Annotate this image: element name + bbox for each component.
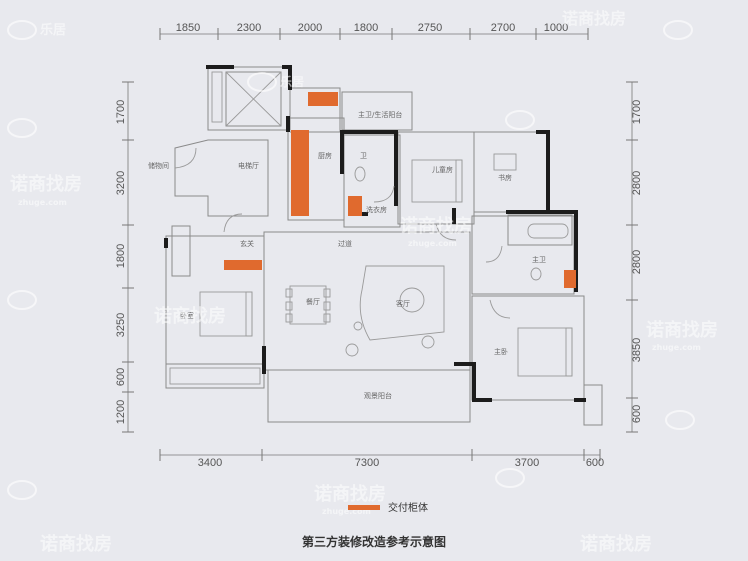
watermark-logo: 乐居 <box>7 20 66 40</box>
svg-text:诺商找房: 诺商找房 <box>314 483 386 505</box>
dim-top-4: 1800 <box>354 22 378 34</box>
sofa <box>359 265 445 341</box>
dim-bottom-1: 3400 <box>198 457 222 469</box>
watermark-brand: 诺商找房 <box>580 533 652 555</box>
dim-top-7: 1000 <box>544 22 568 34</box>
watermark-logo <box>7 118 37 138</box>
room-label-kids-room: 儿童房 <box>432 165 453 174</box>
room-label-balcony: 观景阳台 <box>364 391 392 400</box>
dim-top-2: 2300 <box>237 22 261 34</box>
top-dimension-chain: 1850 2300 2000 1800 2750 2700 1000 <box>159 22 589 40</box>
svg-text:zhuge.com: zhuge.com <box>18 198 67 207</box>
dim-left-4: 3250 <box>115 313 127 337</box>
cabinet-laundry <box>348 196 362 216</box>
room-label-laundry: 洗衣房 <box>366 205 387 214</box>
watermark-brand: 诺商找房 zhuge.com <box>10 173 82 207</box>
room-label-dining: 餐厅 <box>306 297 320 306</box>
room-label-entrance: 玄关 <box>240 239 254 248</box>
watermark-logo <box>663 20 693 40</box>
legend-swatch <box>348 505 380 510</box>
dim-left-3: 1800 <box>115 244 127 268</box>
cabinet-entrance <box>224 260 262 270</box>
room-label-kitchen: 厨房 <box>318 151 332 160</box>
room-label-storage: 储物间 <box>148 161 169 170</box>
watermark-logo <box>505 110 535 130</box>
svg-text:乐居: 乐居 <box>40 22 66 38</box>
room-label-corridor: 过道 <box>338 239 352 248</box>
watermark-logo <box>495 468 525 488</box>
watermark-logo <box>7 480 37 500</box>
furniture <box>169 71 573 385</box>
room-label-elevator-hall: 电梯厅 <box>238 161 259 170</box>
study-desk <box>493 153 517 171</box>
dim-right-3: 2800 <box>631 250 643 274</box>
dim-left-6: 1200 <box>115 400 127 424</box>
watermark-brand: 诺商找房 zhuge.com <box>314 483 386 516</box>
right-dimension-chain: 1700 2800 2800 3850 600 <box>626 81 643 433</box>
room-label-master-bath: 主卫 <box>532 255 546 264</box>
svg-text:zhuge.com: zhuge.com <box>322 507 371 516</box>
dim-top-3: 2000 <box>298 22 322 34</box>
svg-text:诺商找房: 诺商找房 <box>154 305 226 327</box>
dim-bottom-2: 7300 <box>355 457 379 469</box>
watermark-brand: 诺商找房 <box>40 533 112 555</box>
room-label-bath: 卫 <box>360 152 367 160</box>
room-label-bedroom: 卧室 <box>180 311 194 320</box>
watermark-logo <box>665 410 695 430</box>
coffee-table <box>399 287 425 313</box>
watermark-brand: 诺商找房 zhuge.com <box>400 215 472 248</box>
dim-left-2: 3200 <box>115 171 127 195</box>
svg-text:诺商找房: 诺商找房 <box>562 9 626 28</box>
dim-right-1: 1700 <box>631 100 643 124</box>
dim-left-1: 1700 <box>115 100 127 124</box>
diagram-caption: 第三方装修改造参考示意图 <box>302 534 446 549</box>
svg-text:乐居: 乐居 <box>280 74 304 89</box>
dim-right-5: 600 <box>631 405 643 423</box>
svg-text:诺商找房: 诺商找房 <box>646 319 718 341</box>
bottom-dimension-chain: 3400 7300 3700 600 <box>159 449 604 469</box>
dim-bottom-4: 600 <box>586 457 604 469</box>
dining-table <box>289 285 327 325</box>
room-label-living: 客厅 <box>396 299 410 308</box>
room-label-study: 书房 <box>498 173 512 182</box>
left-dimension-chain: 1700 3200 1800 3250 600 1200 <box>115 81 134 433</box>
room-label-main-bath: 主卫/生活阳台 <box>358 110 402 119</box>
svg-text:诺商找房: 诺商找房 <box>400 215 472 237</box>
dim-right-4: 3850 <box>631 338 643 362</box>
toilet <box>354 166 366 182</box>
svg-text:诺商找房: 诺商找房 <box>40 533 112 555</box>
room-labels: 储物间 电梯厅 厨房 主卫/生活阳台 卫 洗衣房 儿童房 书房 玄关 过道 餐厅… <box>148 110 546 400</box>
svg-text:诺商找房: 诺商找房 <box>580 533 652 555</box>
watermarks: 乐居 诺商找房 诺商找房 zhuge.com 乐居 诺商找房 zhuge.com… <box>7 9 718 555</box>
dim-top-6: 2700 <box>491 22 515 34</box>
legend: 交付柜体 <box>348 501 428 514</box>
svg-text:诺商找房: 诺商找房 <box>10 173 82 195</box>
cabinet-master-bath <box>564 270 576 288</box>
svg-text:zhuge.com: zhuge.com <box>652 343 701 352</box>
legend-label: 交付柜体 <box>388 501 428 514</box>
svg-text:zhuge.com: zhuge.com <box>408 239 457 248</box>
bed-master <box>517 327 573 377</box>
dim-top-1: 1850 <box>176 22 200 34</box>
watermark-brand: 诺商找房 <box>562 9 626 28</box>
dim-top-5: 2750 <box>418 22 442 34</box>
dim-right-2: 2800 <box>631 171 643 195</box>
watermark-brand: 诺商找房 zhuge.com <box>646 319 718 352</box>
cabinet-kitchen-top <box>308 92 338 106</box>
bathtub <box>527 223 569 239</box>
watermark-logo: 乐居 <box>247 72 304 92</box>
watermark-brand: 诺商找房 <box>154 305 226 327</box>
cabinet-kitchen <box>291 130 309 216</box>
watermark-logo <box>7 290 37 310</box>
dim-bottom-3: 3700 <box>515 457 539 469</box>
plan-outline <box>165 66 603 426</box>
delivered-cabinets <box>224 92 576 288</box>
room-label-master-bedroom: 主卧 <box>494 347 508 356</box>
dim-left-5: 600 <box>115 368 127 386</box>
